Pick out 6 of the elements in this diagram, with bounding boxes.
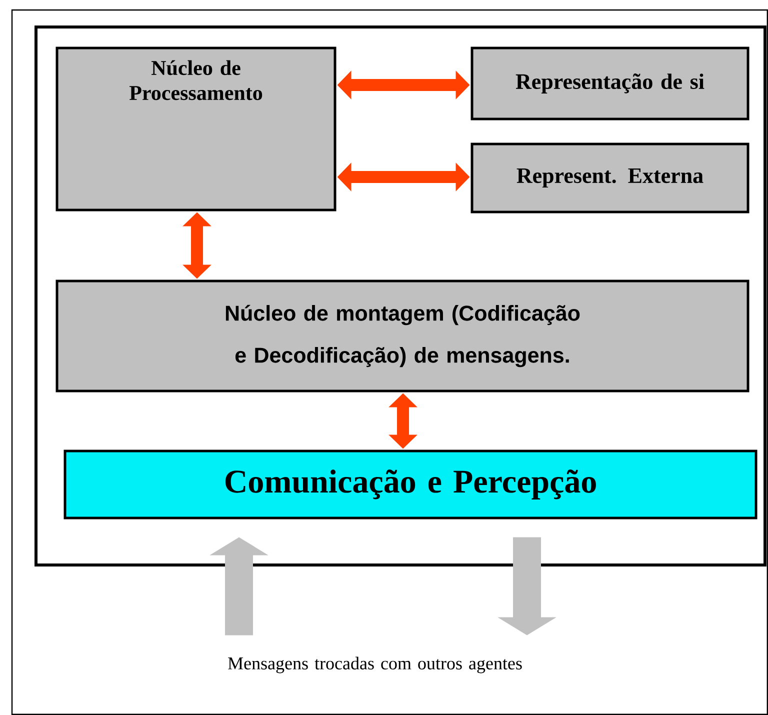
process-box: Representação de si — [470, 46, 750, 120]
process-box: Represent. Externa — [470, 142, 750, 214]
communication-bar: Comunicação e Percepção — [64, 450, 758, 520]
process-box: Núcleo de Processamento — [56, 46, 336, 212]
process-box: Núcleo de montagem (Codificação e Decodificação) de mensagens. — [56, 280, 750, 392]
caption-text: Mensagens trocadas com outros agentes — [228, 656, 522, 674]
